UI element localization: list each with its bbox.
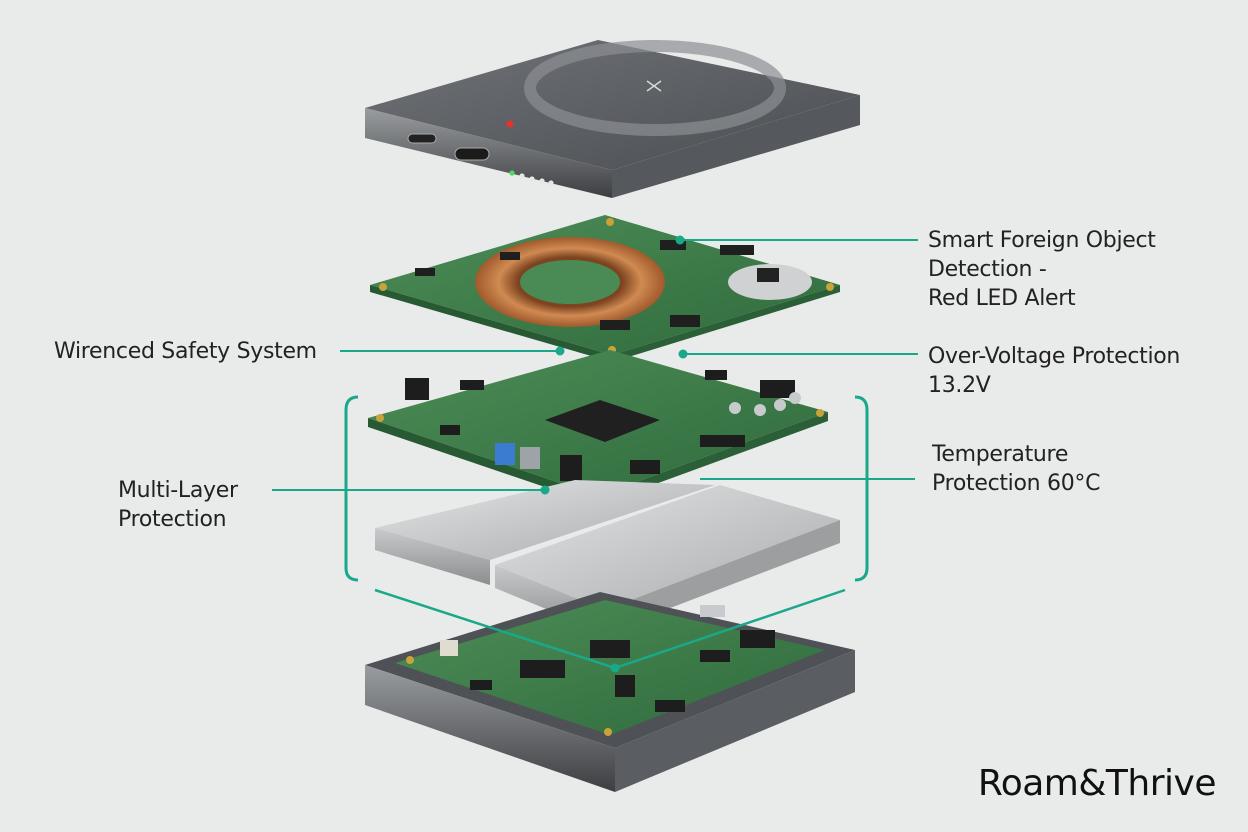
over-voltage-line-2: 13.2V xyxy=(928,373,991,398)
foreign-object-line-1: Smart Foreign Object xyxy=(928,228,1156,253)
temperature-line-1: Temperature xyxy=(932,442,1069,467)
bottom-link-leader xyxy=(374,588,616,670)
temperature-line-2: Protection 60°C xyxy=(932,471,1101,496)
battery-level-dots-icon xyxy=(509,170,554,186)
main-controller-chip xyxy=(545,400,660,442)
multi-layer-line-2: Protection xyxy=(118,507,227,532)
left-bracket xyxy=(344,395,359,582)
bottom-link-leader-2 xyxy=(614,588,846,670)
wireless-charging-ring xyxy=(524,40,786,136)
multi-layer-line-1: Multi-Layer xyxy=(118,478,238,503)
usb-c-port xyxy=(407,133,437,144)
brand-wordmark: Roam&Thrive xyxy=(977,763,1217,804)
foreign-object-line-3: Red LED Alert xyxy=(928,286,1076,311)
wirenced-line-1: Wirenced Safety System xyxy=(54,339,317,364)
right-bracket xyxy=(854,395,869,582)
callout-lines xyxy=(272,235,918,673)
coil-pcb-layer xyxy=(370,215,840,362)
multi-layer-callout: Multi-Layer Protection xyxy=(118,476,238,534)
usb-c-port-2 xyxy=(454,147,490,161)
bottom-case xyxy=(365,592,855,792)
foreign-object-line-2: Detection - xyxy=(928,257,1047,282)
main-pcb-layer xyxy=(368,350,828,505)
foreign-object-callout: Smart Foreign Object Detection - Red LED… xyxy=(928,226,1156,313)
wirenced-callout: Wirenced Safety System xyxy=(54,337,317,366)
usb-a-port xyxy=(495,443,515,465)
temperature-callout: Temperature Protection 60°C xyxy=(932,440,1100,498)
wireless-charging-x-icon xyxy=(646,80,662,92)
over-voltage-line-1: Over-Voltage Protection xyxy=(928,344,1181,369)
top-shell xyxy=(365,40,860,198)
over-voltage-callout: Over-Voltage Protection 13.2V xyxy=(928,342,1180,400)
red-led-indicator xyxy=(506,120,514,128)
